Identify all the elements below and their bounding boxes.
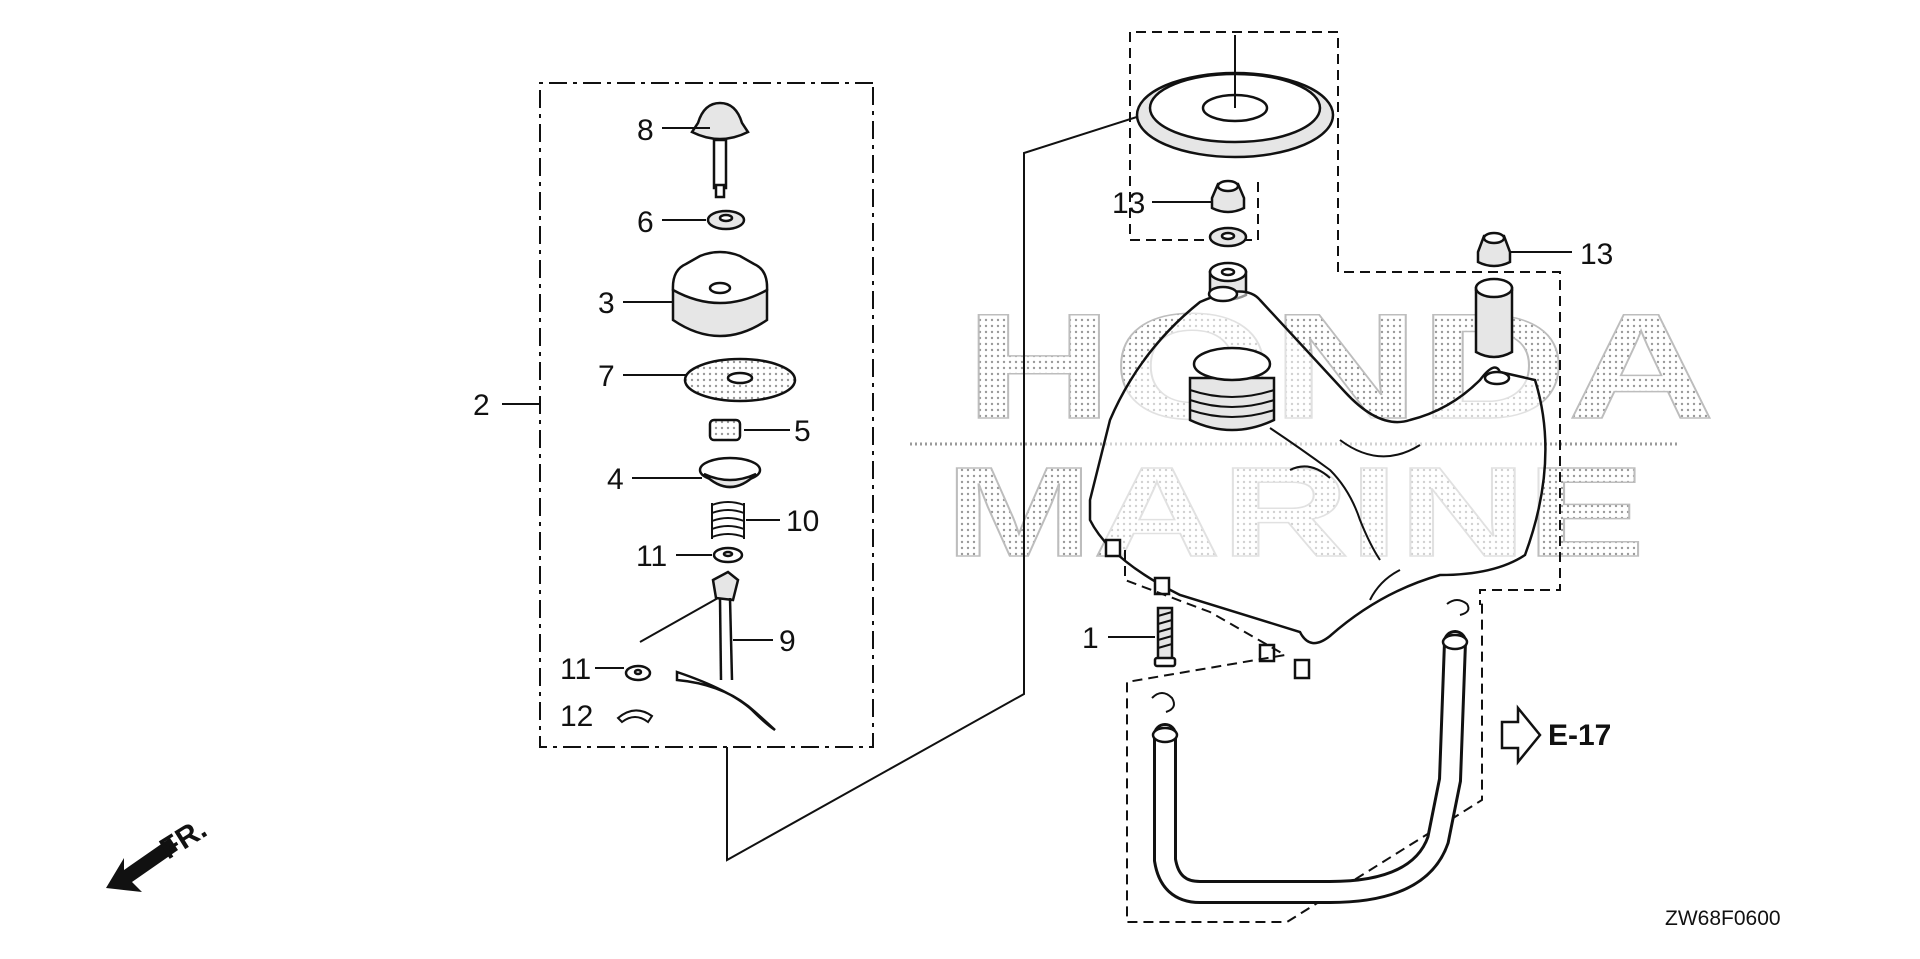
callout-9: 9 bbox=[779, 625, 796, 658]
washer-part-11-upper bbox=[712, 546, 744, 564]
callout-13-right: 13 bbox=[1580, 238, 1613, 271]
callout-10: 10 bbox=[786, 505, 819, 538]
callout-11-lower: 11 bbox=[560, 653, 591, 686]
callout-11-upper: 11 bbox=[636, 540, 667, 573]
assembly-link-line bbox=[726, 84, 1238, 862]
cap-assembly-group bbox=[539, 82, 1238, 862]
diagram-code: ZW68F0600 bbox=[1665, 907, 1781, 930]
washer-part-11-lower bbox=[624, 664, 652, 682]
left-mount-stack bbox=[1208, 179, 1248, 301]
callout-labels: 8 6 3 7 5 4 10 11 9 11 12 2 1 13 13 bbox=[473, 114, 1613, 733]
callout-12: 12 bbox=[560, 700, 593, 733]
callout-4: 4 bbox=[607, 463, 624, 496]
reference-arrow: E-17 bbox=[1500, 704, 1611, 766]
callout-1: 1 bbox=[1082, 622, 1099, 655]
leader-lines bbox=[502, 127, 1572, 669]
assembly-box-outline bbox=[539, 82, 874, 748]
reference-label: E-17 bbox=[1548, 719, 1611, 752]
washer-part-6 bbox=[706, 209, 746, 231]
callout-3: 3 bbox=[598, 287, 615, 320]
callout-6: 6 bbox=[637, 206, 654, 239]
callout-5: 5 bbox=[794, 415, 811, 448]
clip-part bbox=[616, 709, 654, 724]
upper-mount-group bbox=[1129, 31, 1561, 605]
fuel-tank-part bbox=[1088, 285, 1547, 680]
bolt-part bbox=[1153, 606, 1177, 668]
watermark-line1: HONDA bbox=[965, 282, 1715, 450]
level-stick-part bbox=[639, 570, 776, 732]
cup-part bbox=[698, 456, 762, 489]
front-direction-marker: FR. bbox=[106, 812, 213, 892]
callout-8: 8 bbox=[637, 114, 654, 147]
filler-cap-part bbox=[671, 250, 769, 338]
callout-13-left: 13 bbox=[1112, 187, 1145, 220]
vent-knob-part bbox=[690, 101, 750, 199]
callout-7: 7 bbox=[598, 360, 615, 393]
gasket-part bbox=[683, 357, 797, 403]
fuel-hose bbox=[1153, 630, 1467, 904]
hose-group bbox=[1124, 550, 1483, 923]
callout-2: 2 bbox=[473, 389, 490, 422]
front-arrow-icon bbox=[106, 838, 178, 892]
hose-clip-lower bbox=[1151, 692, 1175, 713]
packing-part bbox=[708, 418, 742, 442]
spring-part bbox=[711, 501, 745, 539]
right-mount-stack bbox=[1474, 231, 1514, 359]
hose-clip-upper bbox=[1446, 599, 1470, 616]
